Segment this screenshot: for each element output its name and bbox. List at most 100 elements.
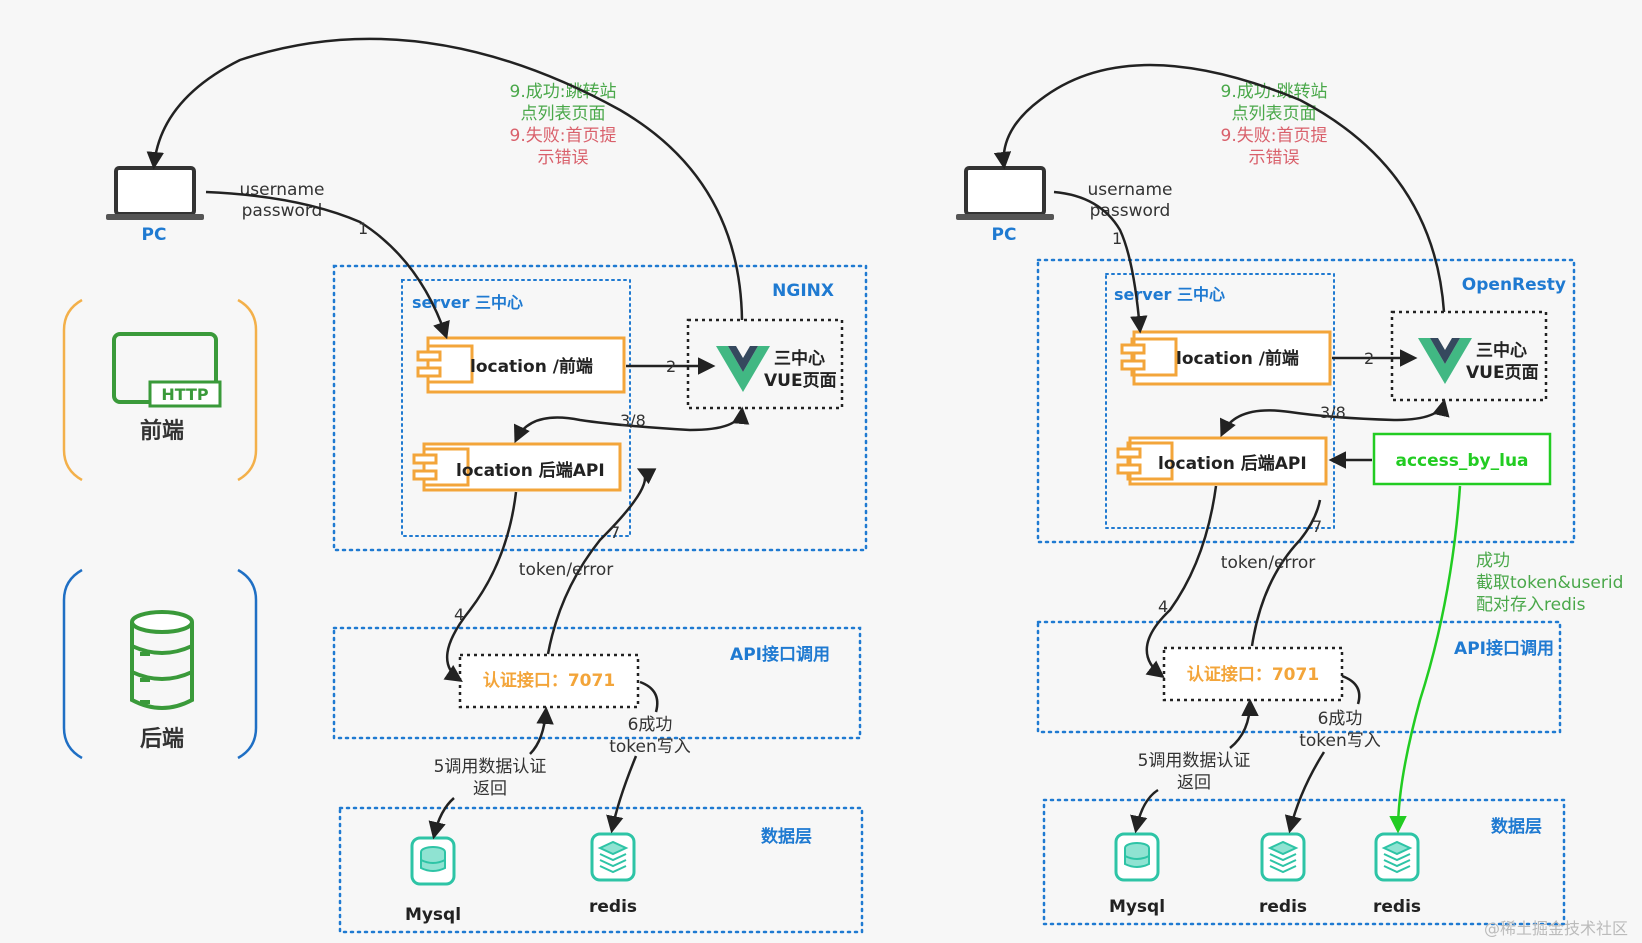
arrow-step1 (205, 190, 450, 340)
arrow-step3-8 (514, 406, 750, 444)
step7-label: 7 (1312, 517, 1322, 536)
step6-line2: token写入 (609, 737, 691, 757)
vue-page-box (1390, 310, 1548, 402)
data-layer-container (338, 806, 864, 934)
arrow-step7 (1250, 499, 1322, 647)
redis-icon (1260, 832, 1306, 882)
success-text-line1: 9.成功:跳转站 (510, 82, 617, 102)
token-error-label: token/error (1221, 553, 1315, 573)
openresty-title: OpenResty (1462, 275, 1566, 295)
auth-api-label: 认证接口：7071 (483, 670, 615, 691)
step4-label: 4 (1158, 597, 1168, 616)
mysql-icon (410, 836, 456, 886)
backend-label: 后端 (140, 727, 184, 752)
pc-laptop-icon (104, 166, 206, 222)
frontend-left-bracket (62, 298, 83, 482)
backend-right-bracket (237, 568, 258, 760)
arrow-step6 (606, 755, 638, 834)
http-icon: HTTP (112, 332, 222, 408)
frontend-right-bracket (237, 298, 258, 482)
frontend-label: 前端 (140, 418, 184, 444)
server-title: server 三中心 (1114, 285, 1225, 304)
api-layer-title: API接口调用 (730, 644, 830, 665)
password-label: password (242, 201, 323, 221)
location-frontend-label: location /前端 (1176, 348, 1299, 369)
vue-label-line1: 三中心 (1476, 340, 1527, 361)
step4-label: 4 (454, 605, 464, 624)
step38-label: 3/8 (1320, 403, 1346, 422)
access-by-lua-label: access_by_lua (1395, 451, 1528, 471)
success-note-line1: 成功 (1476, 551, 1510, 571)
success-text-line2: 点列表页面 (1232, 104, 1317, 124)
redis-label: redis (589, 897, 637, 917)
redis-icon (590, 832, 636, 882)
auth-api-label: 认证接口：7071 (1187, 664, 1319, 685)
arrow-step5-up (1229, 698, 1259, 749)
api-layer-container (1036, 620, 1562, 734)
fail-text-line1: 9.失败:首页提 (510, 126, 617, 146)
vue-label-line2: VUE页面 (764, 371, 837, 391)
arrow-step5-down (1130, 788, 1159, 834)
password-label: password (1090, 201, 1171, 221)
data-layer-title: 数据层 (1491, 816, 1542, 837)
username-label: username (1088, 180, 1173, 200)
redis-icon (1374, 832, 1420, 882)
step5-line1: 5调用数据认证 (1138, 751, 1251, 771)
location-backend-box (422, 442, 622, 492)
arrow-step7 (546, 468, 657, 655)
username-label: username (240, 180, 325, 200)
success-text-line1: 9.成功:跳转站 (1221, 82, 1328, 102)
arrow-step3-8 (1220, 398, 1450, 438)
pc-laptop-icon (954, 166, 1056, 222)
nginx-diagram: PC username password 9.成功:跳转站 点列表页面 9.失败… (104, 37, 868, 934)
success-note-line2: 截取token&userid (1476, 573, 1623, 593)
fail-text-line1: 9.失败:首页提 (1221, 126, 1328, 146)
nginx-container (332, 264, 868, 552)
vue-logo-icon (1418, 338, 1472, 384)
fail-text-line2: 示错误 (1249, 148, 1300, 168)
server-container (1105, 273, 1335, 529)
step1-label: 1 (1112, 229, 1122, 248)
token-error-label: token/error (519, 560, 613, 580)
step6-line1: 6成功 (1318, 709, 1363, 729)
step2-label: 2 (666, 357, 676, 376)
mysql-label: Mysql (1109, 897, 1165, 917)
arrow-step9 (993, 63, 1446, 313)
legend: HTTP 前端 后端 (62, 298, 258, 760)
success-note-line3: 配对存入redis (1476, 595, 1586, 615)
redis-label: redis (1259, 897, 1307, 917)
arrow-step4 (443, 491, 518, 682)
server-title: server 三中心 (412, 293, 523, 312)
pc-label: PC (142, 225, 167, 245)
step7-label: 7 (610, 523, 620, 542)
location-backend-label: location 后端API (456, 460, 605, 481)
location-backend-box (1128, 436, 1328, 486)
step1-label: 1 (358, 219, 368, 238)
vue-label-line2: VUE页面 (1466, 363, 1539, 383)
database-icon (130, 610, 194, 710)
vue-logo-icon (716, 346, 770, 392)
arrow-step1 (1053, 190, 1148, 334)
arrow-step5-down (428, 797, 455, 840)
http-badge: HTTP (161, 385, 209, 404)
nginx-title: NGINX (772, 281, 834, 301)
arrow-step5-up (529, 706, 554, 755)
auth-api-box (1162, 646, 1344, 702)
step5-line1: 5调用数据认证 (434, 757, 547, 777)
mysql-icon (1114, 832, 1160, 882)
vue-page-box (686, 318, 844, 410)
vue-label-line1: 三中心 (774, 348, 825, 369)
pc-label: PC (992, 225, 1017, 245)
openresty-container (1036, 258, 1576, 544)
watermark-text: @稀土掘金技术社区 (1484, 919, 1628, 938)
arrow-step6-start (639, 680, 659, 713)
fail-text-line2: 示错误 (538, 148, 589, 168)
step5-line2: 返回 (473, 779, 507, 799)
arrow-step9 (146, 37, 744, 321)
arrow-step6 (1284, 751, 1326, 834)
location-frontend-label: location /前端 (470, 356, 593, 377)
mysql-label: Mysql (405, 905, 461, 925)
redis-label-2: redis (1373, 897, 1421, 917)
api-layer-container (332, 626, 862, 740)
success-text-line2: 点列表页面 (521, 104, 606, 124)
